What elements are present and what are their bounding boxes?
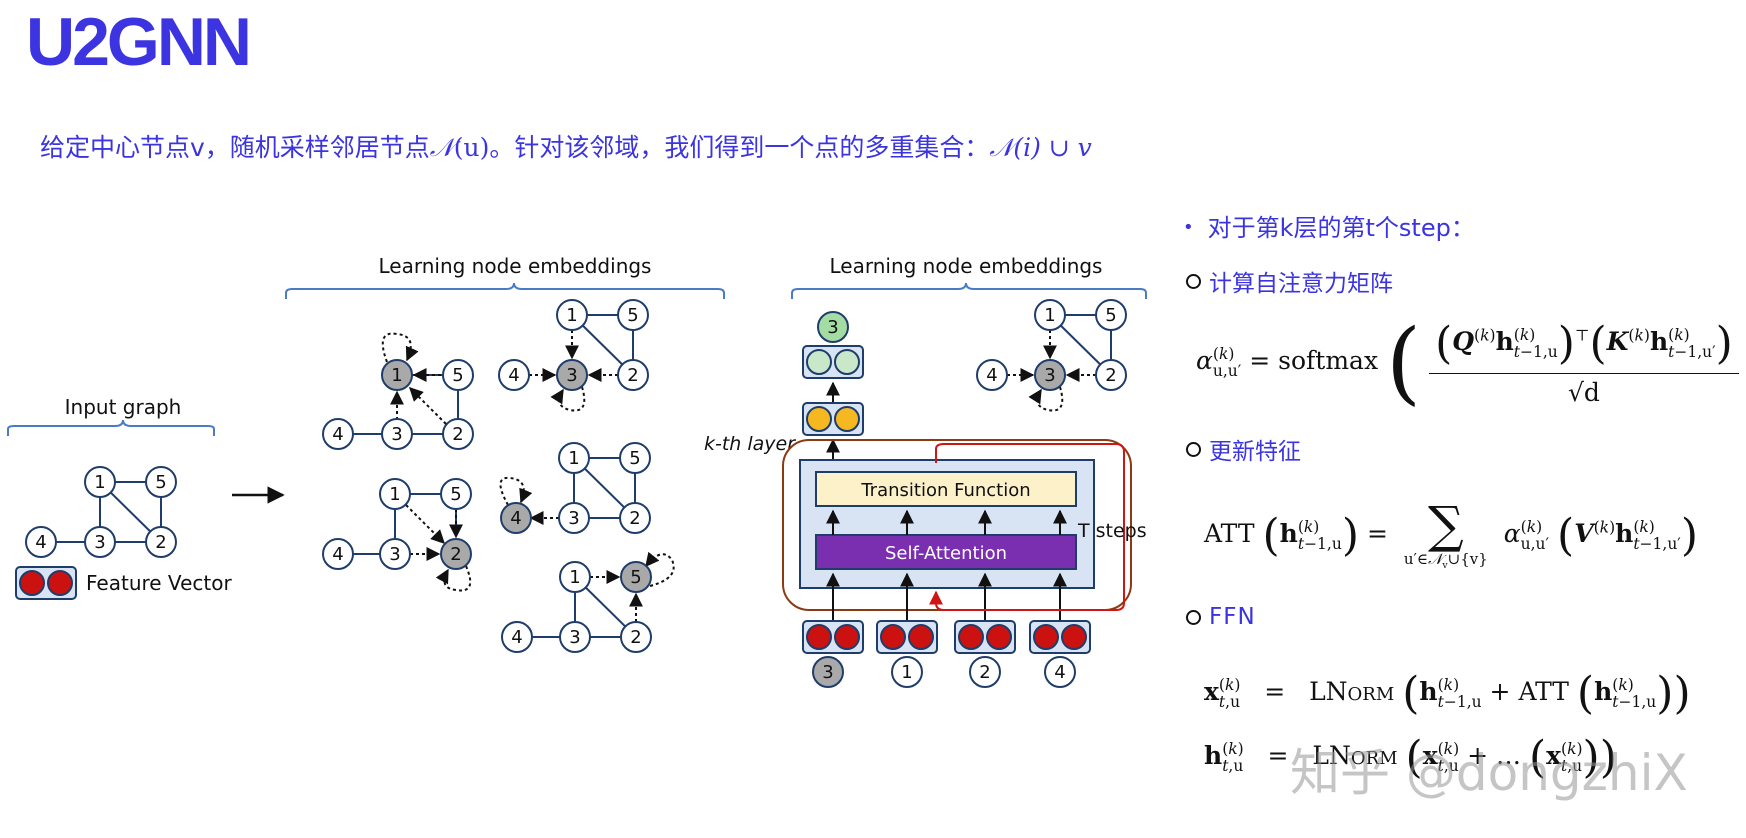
subtitle: 给定中心节点v，随机采样邻居节点𝒩(u)。针对该邻域，我们得到一个点的多重集合：…	[40, 128, 1092, 164]
sgD-node-2: 2	[629, 508, 640, 529]
attention-formula: α(k)u,u′ = softmax ( (Q(k)h(k)t−1,u)⊤(K(…	[1196, 318, 1746, 408]
sgD-node-4: 4	[510, 508, 521, 529]
learning-bracket-2	[791, 282, 1147, 299]
input-embeddings	[802, 620, 1091, 654]
subbullet-attention-text: 计算自注意力矩阵	[1209, 271, 1393, 297]
att-formula: ATT (h(k)t−1,u) = ∑u′∈𝒩v∪{v} α(k)u,u′ (V…	[1204, 496, 1698, 571]
neighborhood-symbol: 𝒩	[429, 133, 454, 162]
sgB-node-2: 2	[450, 544, 461, 565]
hollow-circle-icon	[1186, 441, 1201, 457]
sgB-node-4: 4	[332, 544, 343, 565]
input-node-2: 2	[155, 532, 166, 553]
input-token-1: 1	[901, 662, 912, 683]
sgA-node-2: 2	[452, 424, 463, 445]
input-graph-label: Input graph	[65, 395, 182, 419]
t-steps-loop	[929, 443, 1125, 611]
sgE-node-2: 2	[630, 627, 641, 648]
sgE-node-3: 3	[569, 627, 580, 648]
subgraph-center-4	[499, 442, 651, 534]
sgF-node-3: 3	[1044, 365, 1055, 386]
ffn-formula-h: h(k)t,u = LNorm (x(k)t,u + … (x(k)t,u))	[1204, 732, 1617, 783]
feature-vector-legend	[15, 566, 77, 600]
softmax-label: softmax	[1278, 346, 1379, 375]
self-attention-label: Self-Attention	[885, 543, 1007, 564]
step-bullet: • 对于第k层的第t个step：	[1183, 208, 1475, 243]
subgraph-right-center-3	[976, 299, 1127, 412]
page-title: U2GNN	[26, 4, 252, 80]
u2gnn-architecture-diagram: Input graph 1 5 3 2 4 Feature Vector Lea…	[7, 254, 1147, 688]
sgD-node-1: 1	[568, 448, 579, 469]
layer-output-embedding	[802, 402, 864, 436]
feature-vector-label: Feature Vector	[86, 571, 232, 595]
learning-label-2: Learning node embeddings	[830, 254, 1103, 278]
sgA-node-5: 5	[452, 365, 463, 386]
step-bullet-text: 对于第k层的第t个step：	[1207, 214, 1475, 242]
subgraph-center-1	[322, 332, 474, 450]
ffn-formula-x: x(k)t,u = LNorm (h(k)t−1,u + ATT (h(k)t−…	[1204, 668, 1691, 719]
sgE-node-5: 5	[630, 567, 641, 588]
input-token-4: 4	[1054, 662, 1065, 683]
sgB-node-1: 1	[389, 484, 400, 505]
sgC-node-5: 5	[627, 305, 638, 326]
input-graph-bracket	[7, 419, 215, 436]
input-graph	[25, 466, 177, 558]
learning-label-1: Learning node embeddings	[379, 254, 652, 278]
input-node-4: 4	[35, 532, 46, 553]
hollow-circle-icon	[1186, 609, 1201, 625]
subbullet-update: 更新特征	[1186, 432, 1301, 466]
sgC-node-2: 2	[627, 365, 638, 386]
sgB-node-3: 3	[389, 544, 400, 565]
subbullet-ffn: FFN	[1186, 604, 1256, 630]
learning-bracket-1	[285, 282, 725, 299]
subbullet-attention: 计算自注意力矩阵	[1186, 264, 1393, 298]
subgraph-center-5	[501, 551, 675, 653]
sqrt-d: √d	[1567, 378, 1600, 407]
kth-layer-label: k-th layer	[704, 433, 796, 455]
input-node-1: 1	[94, 472, 105, 493]
sgA-node-1: 1	[391, 365, 402, 386]
output-node-label: 3	[827, 317, 838, 338]
subgraph-center-2	[322, 478, 472, 592]
subtitle-middle: 。针对该邻域，我们得到一个点的多重集合：	[489, 133, 990, 162]
multiset-expression: 𝒩(i) ∪ v	[989, 133, 1092, 162]
sgD-node-5: 5	[629, 448, 640, 469]
sgD-node-3: 3	[568, 508, 579, 529]
hollow-circle-icon	[1186, 273, 1201, 289]
sgF-node-5: 5	[1105, 305, 1116, 326]
input-node-5: 5	[155, 472, 166, 493]
lnorm-label: LNorm	[1309, 677, 1395, 706]
sgE-node-4: 4	[511, 627, 522, 648]
output-node-3	[817, 311, 849, 343]
sgC-node-3: 3	[566, 365, 577, 386]
transition-function-box	[815, 471, 1077, 507]
subbullet-update-text: 更新特征	[1209, 439, 1301, 465]
att-label-2: ATT	[1518, 677, 1569, 706]
sgF-node-2: 2	[1105, 365, 1116, 386]
sgC-node-4: 4	[508, 365, 519, 386]
output-embedding	[802, 345, 864, 379]
t-steps-label: T steps	[1077, 520, 1147, 542]
input-token-3: 3	[822, 662, 833, 683]
sgF-node-1: 1	[1044, 305, 1055, 326]
neighborhood-arg: (u)	[453, 133, 490, 162]
sgA-node-4: 4	[332, 424, 343, 445]
bullet-dot-icon: •	[1183, 217, 1194, 238]
input-token-2: 2	[979, 662, 990, 683]
self-attention-box	[815, 534, 1077, 570]
subgraph-center-3	[498, 299, 649, 412]
sgB-node-5: 5	[450, 484, 461, 505]
watermark: 知乎 @dongzhiX	[1290, 744, 1688, 802]
subbullet-ffn-text: FFN	[1209, 604, 1256, 630]
sgC-node-1: 1	[566, 305, 577, 326]
sgF-node-4: 4	[986, 365, 997, 386]
input-node-3: 3	[94, 532, 105, 553]
subtitle-prefix: 给定中心节点v，随机采样邻居节点	[40, 133, 430, 162]
sgE-node-1: 1	[569, 567, 580, 588]
sgA-node-3: 3	[391, 424, 402, 445]
lnorm-label-2: LNorm	[1312, 741, 1398, 770]
transition-function-label: Transition Function	[860, 480, 1030, 501]
att-label: ATT	[1204, 519, 1255, 548]
